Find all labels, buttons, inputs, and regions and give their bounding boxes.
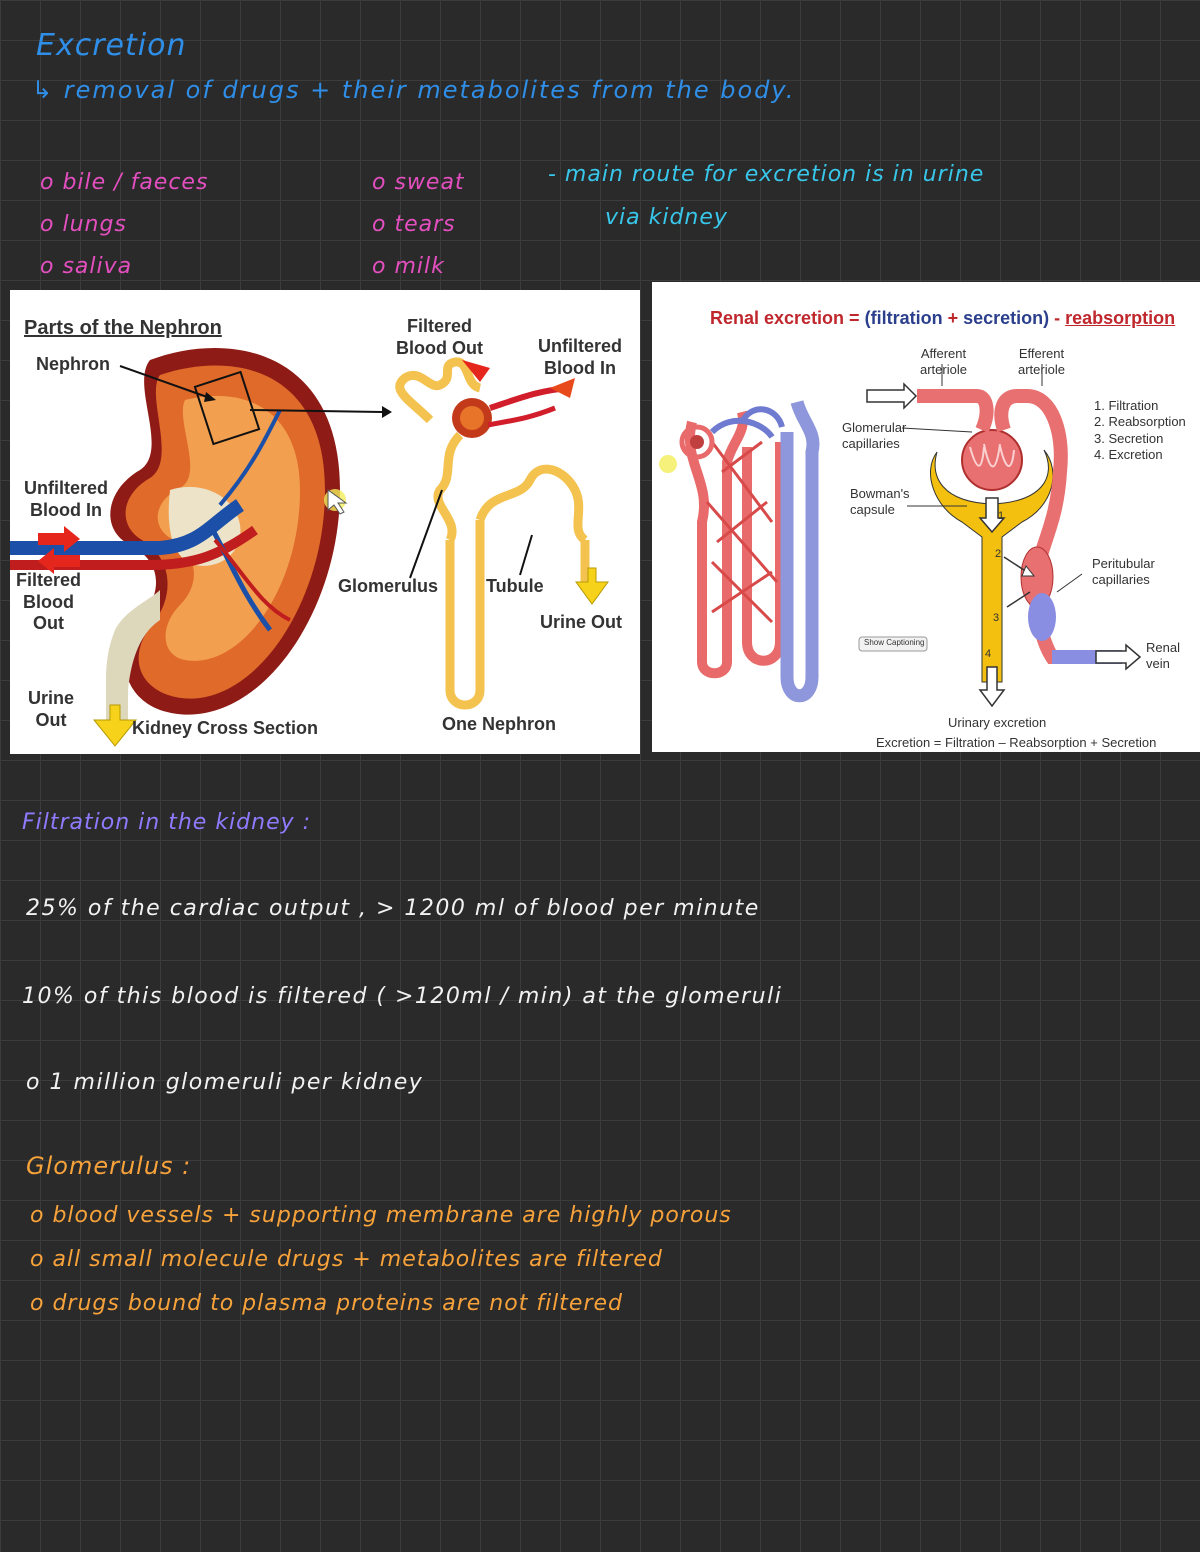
bowmans-capsule-label: Bowman's capsule xyxy=(850,486,910,518)
route-item: o lungs xyxy=(40,212,127,237)
kidney-illustration xyxy=(10,347,609,747)
unfiltered-blood-in-label: Unfiltered Blood In xyxy=(538,336,623,378)
glomerulus-point: o drugs bound to plasma proteins are not… xyxy=(30,1291,623,1316)
main-route-note-2: via kidney xyxy=(605,205,728,230)
glomerulus-heading: Glomerulus : xyxy=(26,1152,192,1180)
routes-col2: o sweat o tears o milk xyxy=(372,162,465,288)
equation-minus: - xyxy=(1049,308,1066,328)
step-item: 4. Excretion xyxy=(1094,446,1163,462)
urine-out-left-label: Urine Out xyxy=(28,688,75,730)
marker-4: 4 xyxy=(985,648,992,660)
glomerular-capillaries-label: Glomerular capillaries xyxy=(842,420,907,452)
afferent-label: Afferent arteriole xyxy=(920,346,967,378)
step-item: 1. Filtration xyxy=(1094,398,1159,413)
kidney-cross-section-label: Kidney Cross Section xyxy=(132,718,319,738)
filtration-line-3: o 1 million glomeruli per kidney xyxy=(26,1070,424,1095)
efferent-label: Efferent arteriole xyxy=(1018,346,1065,378)
tubule-label: Tubule xyxy=(486,576,544,596)
filtered-blood-out-left-label: Filtered Blood Out xyxy=(16,570,82,634)
equation-secretion: secretion) xyxy=(963,308,1050,328)
nephron-diagram-title: Parts of the Nephron xyxy=(24,317,222,339)
steps-list: 1. Filtration 2. Reabsorption 3. Secreti… xyxy=(1094,398,1186,463)
glomerulus-point: o blood vessels + supporting membrane ar… xyxy=(30,1203,732,1228)
renal-equation: Renal excretion = (filtration + secretio… xyxy=(710,308,1175,329)
filtration-line-2: 10% of this blood is filtered ( >120ml /… xyxy=(22,984,783,1009)
route-item: o saliva xyxy=(40,254,133,279)
nephron-parts-diagram: Parts of the Nephron Nephron Filtered Bl… xyxy=(10,290,640,754)
equation-plus: + xyxy=(942,308,964,328)
route-item: o milk xyxy=(372,254,445,279)
route-item: o bile / faeces xyxy=(40,170,209,195)
page-title: Excretion xyxy=(36,28,187,63)
glomerulus-label: Glomerulus xyxy=(338,576,439,596)
route-item: o tears xyxy=(372,212,456,237)
equation-filtration: (filtration xyxy=(864,308,943,328)
filtration-heading: Filtration in the kidney : xyxy=(22,810,312,835)
main-route-note: - main route for excretion is in urine xyxy=(548,162,985,187)
peritubular-label: Peritubular capillaries xyxy=(1092,556,1155,588)
definition-text: ↳ removal of drugs + their metabolites f… xyxy=(32,76,796,104)
marker-3: 3 xyxy=(993,612,1000,624)
glomerulus-points: o blood vessels + supporting membrane ar… xyxy=(30,1194,732,1326)
renal-vein-label: Renal vein xyxy=(1146,640,1180,672)
one-nephron-label: One Nephron xyxy=(442,714,557,734)
step-item: 2. Reabsorption xyxy=(1094,414,1186,430)
routes-col1: o bile / faeces o lungs o saliva xyxy=(40,162,208,288)
route-item: o sweat xyxy=(372,170,465,195)
urinary-excretion-label: Urinary excretion xyxy=(948,715,1047,730)
nephron-label: Nephron xyxy=(36,354,110,374)
step-item: 3. Secretion xyxy=(1094,430,1164,446)
show-captioning-button[interactable]: Show Captioning xyxy=(864,638,925,647)
glomerulus-point: o all small molecule drugs + metabolites… xyxy=(30,1247,663,1272)
bottom-equation: Excretion = Filtration – Reabsorption + … xyxy=(876,735,1157,750)
renal-excretion-diagram: Renal excretion = (filtration + secretio… xyxy=(652,282,1200,752)
urine-out-right-label: Urine Out xyxy=(540,612,623,632)
marker-1: 1 xyxy=(998,510,1005,522)
filtration-line-1: 25% of the cardiac output , > 1200 ml of… xyxy=(26,896,760,921)
renal-illustration xyxy=(659,364,1142,708)
equation-prefix: Renal excretion = xyxy=(710,308,865,328)
unfiltered-blood-in-left-label: Unfiltered Blood In xyxy=(24,478,109,520)
filtered-blood-out-label: Filtered Blood Out xyxy=(396,316,483,358)
marker-2: 2 xyxy=(995,548,1002,560)
equation-reabsorption: reabsorption xyxy=(1065,308,1176,328)
